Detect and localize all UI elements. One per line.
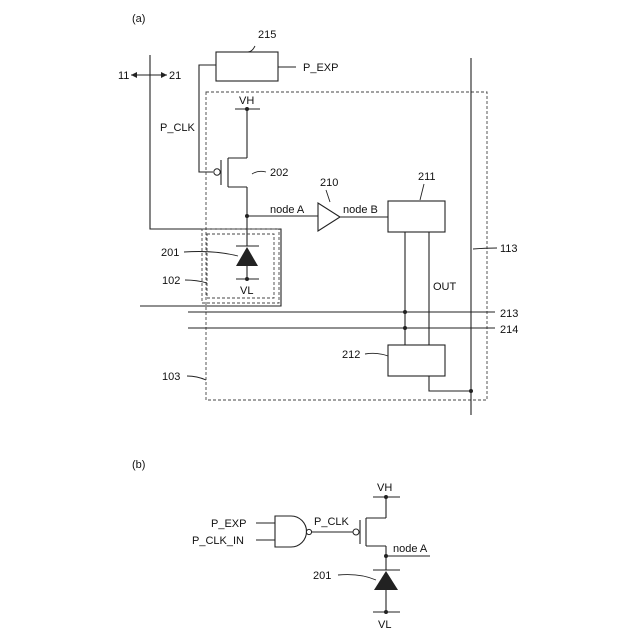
p-exp-label-b: P_EXP [211, 518, 246, 530]
leader-210 [326, 190, 330, 202]
leader-211 [420, 184, 424, 200]
leader-103 [187, 376, 206, 380]
vl-label: VL [240, 285, 253, 297]
leader-212 [365, 353, 388, 356]
leader-215 [248, 46, 255, 52]
p-clk-in-label: P_CLK_IN [192, 535, 244, 547]
p-exp-label: P_EXP [303, 62, 338, 74]
figure-b-label: (b) [132, 459, 145, 471]
vl-label-b: VL [378, 619, 391, 631]
figure-a-label: (a) [132, 13, 145, 25]
nand-gate [275, 516, 307, 547]
ref-201-b: 201 [313, 570, 331, 582]
figure-b: (b) VH P_EXP P_CLK_IN P_CLK node A [132, 459, 430, 631]
block-211 [388, 201, 445, 232]
block-215 [216, 52, 278, 81]
ref-21: 21 [169, 70, 181, 82]
leader-113 [473, 248, 497, 249]
ref-113: 113 [500, 243, 518, 255]
p-clk-label: P_CLK [160, 122, 196, 134]
ref-103: 103 [162, 371, 180, 383]
ref-102: 102 [162, 275, 180, 287]
ref-214: 214 [500, 324, 518, 336]
vh-label-b: VH [377, 482, 392, 494]
ref-215: 215 [258, 29, 276, 41]
pmos-transistor-202 [214, 109, 247, 246]
figure-a: (a) 11 21 215 P_EXP P_CLK VH [118, 13, 518, 415]
ref-202: 202 [270, 167, 288, 179]
buffer-210 [318, 203, 340, 231]
bidirectional-arrow-icon [131, 72, 167, 78]
p-clk-label-b: P_CLK [314, 516, 350, 528]
signal-line-21 [140, 55, 281, 306]
block-212 [388, 345, 445, 376]
ref-211: 211 [418, 171, 436, 183]
out-label: OUT [433, 281, 457, 293]
ref-11: 11 [118, 70, 129, 82]
p-clk-line [199, 65, 216, 172]
output-to-113 [429, 376, 471, 391]
ref-213: 213 [500, 308, 518, 320]
leader-202 [252, 171, 266, 174]
pmos-transistor-b [353, 497, 386, 570]
photodiode-201 [236, 246, 259, 281]
node-b-label: node B [343, 204, 378, 216]
ref-212: 212 [342, 349, 360, 361]
photodiode-201-b [373, 570, 400, 614]
node-a-label-b: node A [393, 543, 428, 555]
node-a-label: node A [270, 204, 305, 216]
leader-201 [184, 252, 238, 257]
leader-201-b [338, 575, 376, 580]
leader-102 [185, 280, 207, 283]
ref-201: 201 [161, 247, 179, 259]
nand-output-bubble [306, 529, 311, 534]
ref-210: 210 [320, 177, 338, 189]
vh-label: VH [239, 95, 254, 107]
